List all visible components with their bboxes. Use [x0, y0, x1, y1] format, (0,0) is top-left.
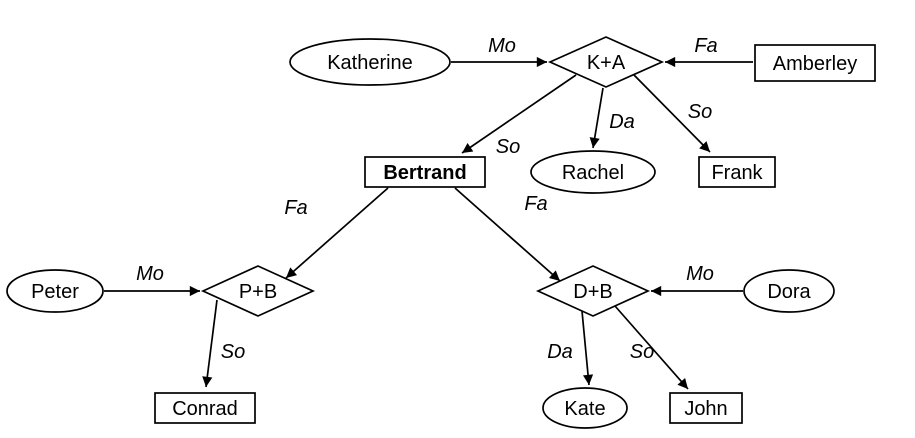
- node-kate: Kate: [542, 387, 628, 429]
- rachel-label: Rachel: [562, 162, 624, 184]
- node-amberley: Amberley: [754, 44, 876, 82]
- edge-label-john-so: So: [630, 341, 654, 363]
- node-frank: Frank: [698, 156, 776, 188]
- frank-rect: [698, 156, 776, 188]
- amberley-rect: [754, 44, 876, 82]
- kate-label: Kate: [564, 398, 605, 420]
- edge-ka-to-bertrand: [461, 74, 577, 154]
- node-katherine: Katherine: [289, 38, 451, 86]
- amberley-label: Amberley: [773, 53, 857, 75]
- node-pb: P+B: [200, 265, 316, 317]
- edge-label-bertrand-so: So: [496, 136, 520, 158]
- kate-ellipse: [542, 387, 628, 429]
- edge-bertrand-to-pb: [285, 187, 389, 279]
- db-label: D+B: [573, 281, 612, 303]
- rachel-ellipse: [530, 150, 656, 194]
- edge-label-conrad-so: So: [221, 341, 245, 363]
- node-conrad: Conrad: [154, 392, 256, 424]
- node-rachel: Rachel: [530, 150, 656, 194]
- edge-label-group: Mo Fa So Da So Fa Fa Mo Mo So Da So: [136, 35, 718, 363]
- edge-bertrand-to-db: [454, 187, 561, 282]
- bertrand-label: Bertrand: [383, 162, 466, 184]
- dora-ellipse: [743, 269, 835, 313]
- pb-diamond: [200, 265, 316, 317]
- node-john: John: [669, 392, 743, 424]
- katherine-label: Katherine: [327, 52, 413, 74]
- edge-ka-to-rachel: [589, 87, 604, 149]
- john-label: John: [684, 398, 727, 420]
- edge-label-db-fa: Fa: [524, 193, 547, 215]
- edge-label-frank-so: So: [688, 101, 712, 123]
- john-rect: [669, 392, 743, 424]
- node-ka: K+A: [547, 36, 665, 88]
- peter-label: Peter: [31, 281, 79, 303]
- peter-ellipse: [6, 269, 104, 313]
- frank-label: Frank: [711, 162, 763, 184]
- node-peter: Peter: [6, 269, 104, 313]
- edge-label-peter-mo: Mo: [136, 263, 164, 285]
- pb-label: P+B: [239, 281, 277, 303]
- ka-label: K+A: [587, 52, 626, 74]
- edge-group: [104, 56, 753, 390]
- conrad-label: Conrad: [172, 398, 238, 420]
- edge-label-rachel-da: Da: [609, 111, 635, 133]
- edge-db-to-kate: [581, 310, 594, 386]
- katherine-ellipse: [289, 38, 451, 86]
- node-db: D+B: [535, 265, 651, 317]
- edge-label-amberley-fa: Fa: [694, 35, 717, 57]
- bertrand-rect: [364, 156, 486, 188]
- edge-pb-to-conrad: [202, 299, 218, 388]
- node-dora: Dora: [743, 269, 835, 313]
- node-bertrand: Bertrand: [364, 156, 486, 188]
- conrad-rect: [154, 392, 256, 424]
- dora-label: Dora: [767, 281, 811, 303]
- edge-label-dora-mo: Mo: [686, 263, 714, 285]
- edge-label-katherine-mo: Mo: [488, 35, 516, 57]
- edge-db-to-john: [614, 305, 689, 390]
- edge-ka-to-frank: [633, 74, 711, 153]
- edge-label-kate-da: Da: [547, 341, 573, 363]
- edge-label-pb-fa: Fa: [284, 197, 307, 219]
- db-diamond: [535, 265, 651, 317]
- ka-diamond: [547, 36, 665, 88]
